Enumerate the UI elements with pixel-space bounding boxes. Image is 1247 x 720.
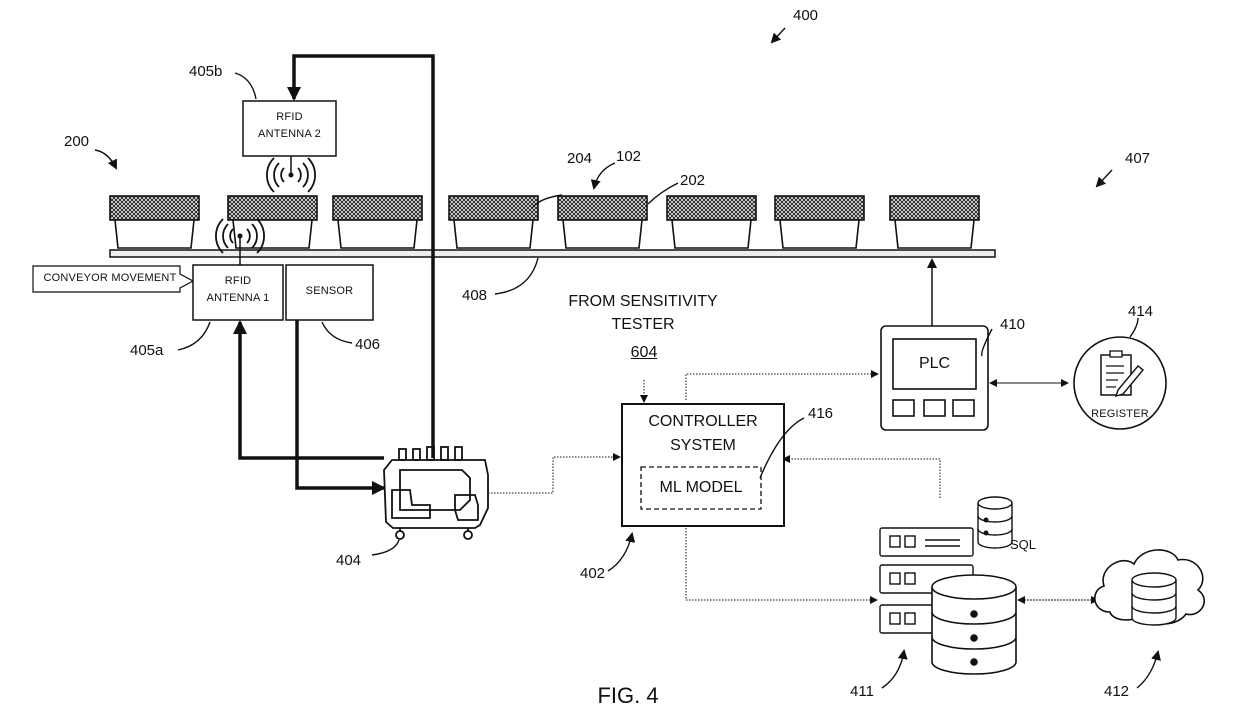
rfid-antenna-1-label-line2: ANTENNA 1 [193,292,283,304]
plant-tray [558,196,647,248]
ref-405b: 405b [189,63,222,80]
ref-200: 200 [64,133,89,150]
ref-405a: 405a [130,342,163,359]
rfid-antenna-2-label-line2: ANTENNA 2 [243,128,336,140]
ref-414: 414 [1128,303,1153,320]
ref-204: 204 [567,150,592,167]
plant-tray [667,196,756,248]
ref-410: 410 [1000,316,1025,333]
sql-label: SQL [1003,537,1043,552]
register-label: REGISTER [1074,408,1166,420]
plant-tray [228,196,317,248]
conveyor-movement-label: CONVEYOR MOVEMENT [36,272,184,284]
ref-406: 406 [355,336,380,353]
ref-400: 400 [793,7,818,24]
from-tester-label-line2: TESTER [552,316,734,334]
conveyor-belt [110,250,995,257]
ref-412: 412 [1104,683,1129,700]
plant-tray [333,196,422,248]
figure-caption: FIG. 4 [568,683,688,709]
ref-408: 408 [462,287,487,304]
rfid-antenna-2-label-line1: RFID [243,111,336,123]
cloud-database-icon [1095,550,1204,625]
plant-tray [449,196,538,248]
ml-model-label: ML MODEL [641,479,761,497]
plc-label: PLC [893,355,976,373]
plant-tray [110,196,199,248]
plc-device [881,326,988,430]
ref-411: 411 [850,683,874,700]
ref-604: 604 [626,344,662,362]
ref-102: 102 [616,148,641,165]
rfid-antenna-1-label-line1: RFID [193,275,283,287]
database-cylinder-icon [932,575,1016,674]
ref-404: 404 [336,552,361,569]
plant-tray [890,196,979,248]
ref-202: 202 [680,172,705,189]
ref-407: 407 [1125,150,1150,167]
from-tester-label-line1: FROM SENSITIVITY [552,293,734,311]
ref-402: 402 [580,565,605,582]
controller-label-line2: SYSTEM [622,437,784,455]
sensor-label: SENSOR [286,285,373,297]
rfid-reader-device [384,447,488,539]
controller-label-line1: CONTROLLER [622,413,784,431]
plant-tray [775,196,864,248]
ref-416: 416 [808,405,833,422]
